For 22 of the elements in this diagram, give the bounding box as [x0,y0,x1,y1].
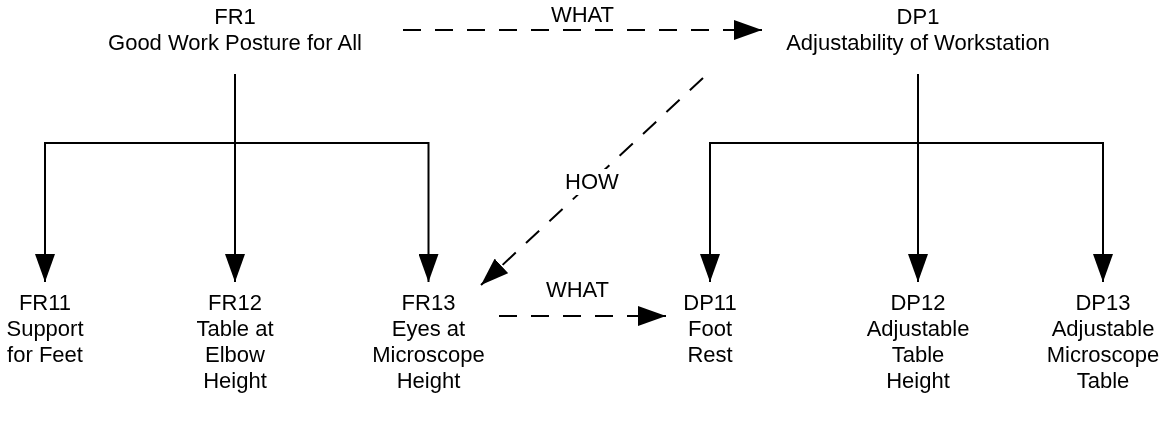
node-id: FR1 [214,4,256,30]
node-id: FR13 [401,290,456,316]
edge-label: HOW [563,168,621,195]
node-id: FR11 [18,290,72,316]
node-id: DP1 [896,4,940,30]
node-id: FR12 [208,290,262,316]
node-label: Adjustability of Workstation [786,30,1050,56]
node-label: Eyes at Microscope Height [371,316,486,394]
dashed-arrow [402,20,763,40]
node-id: DP11 [683,290,737,316]
arrow [917,73,1113,283]
node-label: Adjustable Table Height [865,316,971,394]
node-id: DP12 [890,290,946,316]
dashed-arrow [498,306,667,326]
arrow [234,73,439,283]
node-label: Adjustable Microscope Table [1045,316,1161,394]
node-label: Support for Feet [5,316,85,368]
dashed-arrow [480,77,704,286]
node-label: Good Work Posture for All [108,30,362,56]
node-label: Foot Rest [686,316,734,368]
node-label: Table at Elbow Height [195,316,275,394]
node-id: DP13 [1075,290,1131,316]
